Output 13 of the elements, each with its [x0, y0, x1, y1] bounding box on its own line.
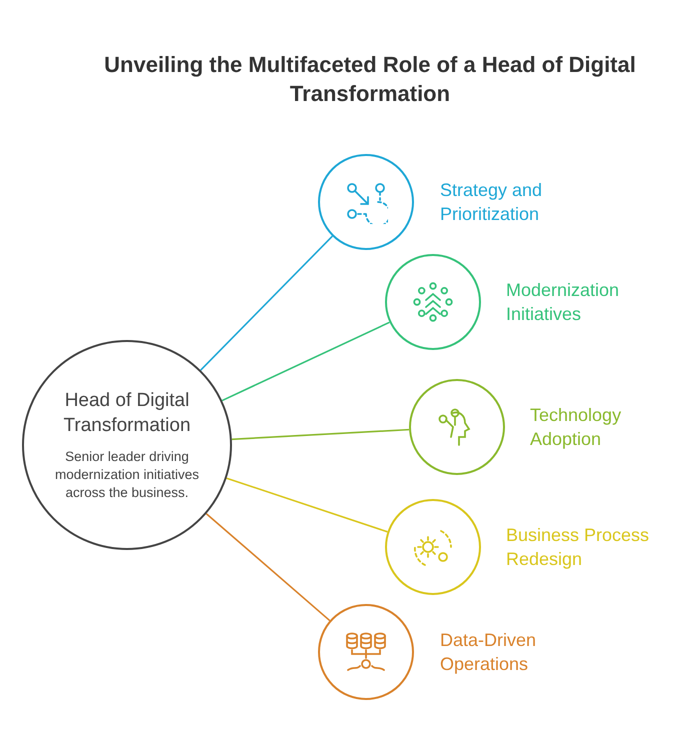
node-heading: Head of Digital Transformation [62, 389, 192, 438]
node-caption: Technology Adoption [530, 404, 622, 451]
node-description: Senior leader driving modernization initiatives across the business. [54, 448, 200, 502]
title: Unveiling the Multifaceted Role of a Head of Digital Transformation [103, 51, 637, 108]
connector-line [200, 236, 333, 371]
node-caption: Data-Driven Operations [440, 629, 538, 676]
node-caption: Business Process Redesign [506, 524, 650, 571]
connector-line [222, 322, 390, 402]
connector-line [206, 513, 330, 622]
connector-line [232, 428, 410, 440]
node-caption: Strategy and Prioritization [440, 179, 544, 226]
node-caption: Modernization Initiatives [506, 279, 620, 326]
connector-line [226, 477, 388, 533]
